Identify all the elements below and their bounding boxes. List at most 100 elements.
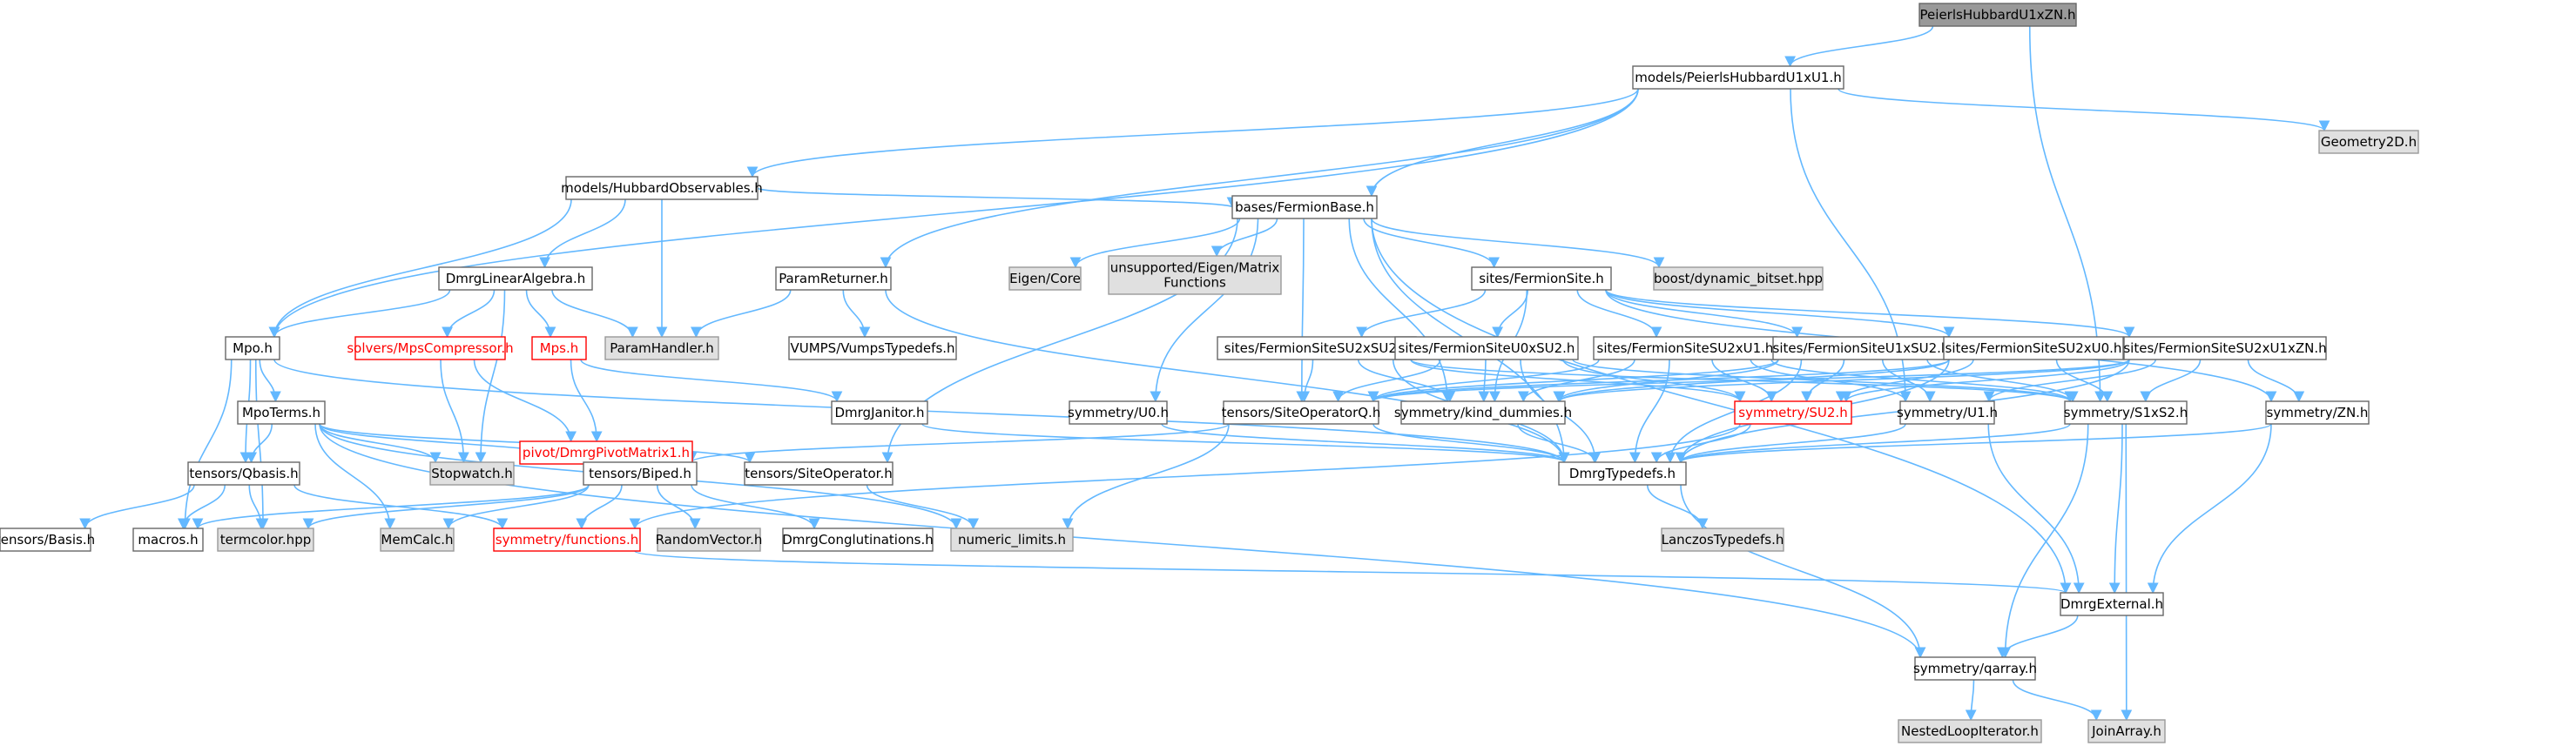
node-label-u0: symmetry/U0.h [1068, 405, 1169, 420]
node-mpoterms[interactable]: MpoTerms.h [237, 400, 326, 425]
node-label-nested: NestedLoopIterator.h [1901, 723, 2039, 739]
node-vumps[interactable]: VUMPS/VumpsTypedefs.h [788, 336, 957, 360]
node-label-janitor: DmrgJanitor.h [834, 405, 924, 420]
edge-fs_su2u0-to-siteopq [1367, 359, 1950, 403]
edge-fsite-to-fs_u1su2 [1605, 289, 1803, 339]
node-u0[interactable]: symmetry/U0.h [1068, 400, 1169, 425]
node-label-eigenmf: Functions [1163, 275, 1226, 291]
node-nested: NestedLoopIterator.h [1898, 719, 2042, 743]
edge-fbase-to-u0 [1150, 218, 1259, 403]
edge-qarray-to-joinarray [2012, 679, 2102, 722]
node-box-qarray [1914, 656, 2036, 681]
edge-siteopq-to-numlim [1062, 423, 1230, 530]
node-qbasis[interactable]: tensors/Qbasis.h [187, 461, 300, 486]
node-label-dmrgext: DmrgExternal.h [2060, 596, 2163, 612]
node-memcalc: MemCalc.h [380, 528, 455, 552]
edge-m_obs-to-dla [539, 198, 626, 269]
edge-mpscomp-to-pivot [473, 359, 577, 443]
node-siteopq[interactable]: tensors/SiteOperatorQ.h [1222, 400, 1381, 425]
node-fsite[interactable]: sites/FermionSite.h [1471, 266, 1612, 291]
node-siteop[interactable]: tensors/SiteOperator.h [744, 461, 894, 486]
edge-su2-to-dmrgtypedefs [1650, 423, 1751, 464]
node-label-stopwatch: Stopwatch.h [431, 466, 512, 481]
node-fbase[interactable]: bases/FermionBase.h [1231, 195, 1378, 219]
node-qarray[interactable]: symmetry/qarray.h [1913, 656, 2037, 681]
node-box-lanczos [1661, 528, 1784, 552]
node-pivot[interactable]: pivot/DmrgPivotMatrix1.h [519, 440, 693, 465]
node-box-mpo [225, 336, 280, 360]
node-label-kind: symmetry/kind_dummies.h [1394, 405, 1572, 421]
node-mps[interactable]: Mps.h [531, 336, 587, 360]
node-dmrgext[interactable]: DmrgExternal.h [2060, 592, 2164, 616]
node-box-siteop [744, 461, 894, 486]
node-box-fsite [1471, 266, 1612, 291]
node-basis[interactable]: tensors/Basis.h [0, 528, 95, 552]
node-macros[interactable]: macros.h [132, 528, 204, 552]
node-janitor[interactable]: DmrgJanitor.h [831, 400, 928, 425]
node-box-memcalc [380, 528, 455, 552]
node-s1xs2[interactable]: symmetry/S1xS2.h [2064, 400, 2188, 425]
node-m_peierls[interactable]: models/PeierlsHubbardU1xU1.h [1632, 65, 1844, 90]
node-su2[interactable]: symmetry/SU2.h [1734, 400, 1852, 425]
edge-fbase-to-siteopq [1296, 218, 1308, 403]
edge-fs_su2u1zn-to-kind [1554, 359, 2130, 403]
edge-dla-to-stopwatch [475, 289, 506, 464]
node-box-u1 [1899, 400, 1995, 425]
edge-fs_su2u1zn-to-u1 [1983, 359, 2157, 403]
edge-m_obs-to-fbase [757, 187, 1237, 209]
edge-paramret-to-paramh [691, 289, 792, 339]
node-termcolor: termcolor.hpp [217, 528, 314, 552]
edge-siteopq-to-biped [685, 423, 1230, 464]
node-fs_su2su2[interactable]: sites/FermionSiteSU2xSU2.h [1217, 336, 1417, 360]
node-dmrgtypedefs[interactable]: DmrgTypedefs.h [1558, 461, 1687, 486]
edge-s1xs2-to-qarray [1999, 423, 2089, 659]
node-fs_su2u1[interactable]: sites/FermionSiteSU2xU1.h [1593, 336, 1777, 360]
node-fs_su2u1zn[interactable]: sites/FermionSiteSU2xU1xZN.h [2123, 336, 2327, 360]
node-label-fs_su2su2: sites/FermionSiteSU2xSU2.h [1224, 340, 1409, 356]
node-label-vumps: VUMPS/VumpsTypedefs.h [790, 340, 954, 356]
edge-u1-to-dmrgtypedefs [1675, 423, 1906, 464]
edge-s1xs2-to-dmrgtypedefs [1675, 423, 2071, 464]
node-fs_u1su2[interactable]: sites/FermionSiteU1xSU2.h [1772, 336, 1950, 360]
node-boostbit: boost/dynamic_bitset.hpp [1653, 266, 1824, 291]
node-mpo[interactable]: Mpo.h [225, 336, 280, 360]
node-label-m_obs: models/HubbardObservables.h [561, 180, 763, 196]
node-joinarray: JoinArray.h [2087, 719, 2166, 743]
node-label-randvec: RandomVector.h [656, 532, 763, 548]
node-box-conglut [782, 528, 934, 552]
edge-fs_su2u1-to-siteopq [1367, 359, 1600, 403]
node-geom2d: Geometry2D.h [2318, 130, 2419, 154]
node-biped[interactable]: tensors/Biped.h [583, 461, 698, 486]
edge-fsite-to-fs_su2su2 [1356, 289, 1487, 339]
node-box-paramh [604, 336, 719, 360]
node-label-fs_u1su2: sites/FermionSiteU1xSU2.h [1773, 340, 1950, 356]
node-dla[interactable]: DmrgLinearAlgebra.h [438, 266, 593, 291]
node-paramret[interactable]: ParamReturner.h [775, 266, 892, 291]
node-root[interactable]: PeierlsHubbardU1xZN.h [1919, 3, 2077, 27]
node-m_obs[interactable]: models/HubbardObservables.h [561, 176, 763, 200]
node-box-joinarray [2087, 719, 2166, 743]
node-u1[interactable]: symmetry/U1.h [1897, 400, 1998, 425]
node-box-fs_su2su2 [1217, 336, 1417, 360]
edge-mpo-to-termcolor [254, 359, 269, 530]
edge-mps-to-janitor [580, 359, 843, 403]
node-box-root [1919, 3, 2077, 27]
edge-u1-to-dmrgext [1987, 423, 2085, 595]
node-zn[interactable]: symmetry/ZN.h [2265, 400, 2370, 425]
edge-fs_su2su2-to-siteopq [1298, 359, 1314, 403]
node-box-functions [493, 528, 641, 552]
node-mpscomp[interactable]: solvers/MpsCompressor.h [347, 336, 514, 360]
node-label-lanczos: LanczosTypedefs.h [1662, 532, 1784, 548]
edge-fs_su2u1zn-to-zn [2247, 359, 2305, 403]
node-conglut[interactable]: DmrgConglutinations.h [782, 528, 934, 552]
node-label-fs_u0su2: sites/FermionSiteU0xSU2.h [1399, 340, 1575, 356]
node-box-kind [1400, 400, 1566, 425]
node-functions[interactable]: symmetry/functions.h [493, 528, 641, 552]
node-fs_u0su2[interactable]: sites/FermionSiteU0xSU2.h [1394, 336, 1579, 360]
node-box-m_peierls [1632, 65, 1844, 90]
node-label-qbasis: tensors/Qbasis.h [189, 466, 298, 481]
node-label-basis: tensors/Basis.h [0, 532, 95, 548]
node-fs_su2u0[interactable]: sites/FermionSiteSU2xU0.h [1943, 336, 2124, 360]
node-kind[interactable]: symmetry/kind_dummies.h [1394, 400, 1572, 425]
edge-fs_su2u1zn-to-s1xs2 [2140, 359, 2202, 403]
